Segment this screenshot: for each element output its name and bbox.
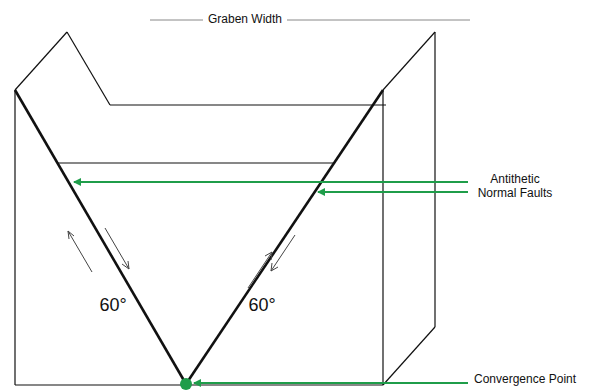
callout-label: Antithetic Normal Faults (474, 173, 556, 201)
angle-label: 60° (99, 295, 126, 316)
dimension-label: Graben Width (203, 13, 287, 27)
angle-label: 60° (248, 295, 275, 316)
callout-label: Convergence Point (474, 373, 576, 387)
